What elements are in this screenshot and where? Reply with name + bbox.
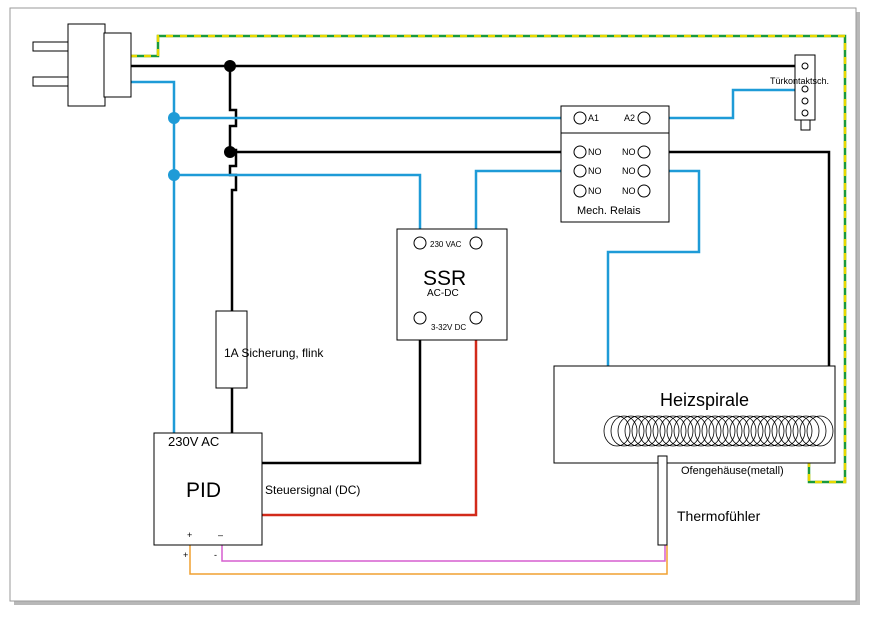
door-switch bbox=[794, 54, 816, 131]
coil-loop bbox=[652, 415, 680, 447]
ssr-vdc-label: 3-32V DC bbox=[431, 323, 466, 332]
thermocouple-probe bbox=[657, 455, 668, 546]
coil-loop bbox=[806, 415, 834, 447]
relay-no-label-1: NO bbox=[588, 147, 602, 157]
coil-loop bbox=[638, 415, 666, 447]
coil-loop bbox=[666, 415, 694, 447]
ssr-subtitle: AC-DC bbox=[427, 288, 459, 299]
coil-loop bbox=[645, 415, 673, 447]
relay-title: Mech. Relais bbox=[577, 205, 641, 217]
coil-loop bbox=[694, 415, 722, 447]
coil-loop bbox=[659, 415, 687, 447]
thermocouple-wire-pink bbox=[221, 545, 666, 562]
ssr-vac-label: 230 VAC bbox=[430, 240, 462, 249]
coil-loop bbox=[771, 415, 799, 447]
junction-neutral-1 bbox=[168, 112, 180, 124]
control-signal-label: Steuersignal (DC) bbox=[265, 483, 360, 497]
pid-minus-label: – bbox=[218, 530, 223, 540]
coil-loop bbox=[610, 415, 638, 447]
thermo-plus-label: + bbox=[183, 550, 188, 560]
thermocouple-wire-orange bbox=[189, 545, 668, 575]
coil-loop bbox=[757, 415, 785, 447]
relay-no-label-4: NO bbox=[622, 166, 636, 176]
coil-loop bbox=[764, 415, 792, 447]
coil-loop bbox=[729, 415, 757, 447]
coil-loop bbox=[750, 415, 778, 447]
coil-loop bbox=[631, 415, 659, 447]
coil-loop bbox=[603, 415, 631, 447]
pid-supply-label: 230V AC bbox=[168, 434, 219, 449]
junction-phase-2 bbox=[224, 146, 236, 158]
earth-wire bbox=[130, 34, 847, 484]
neutral-wires bbox=[130, 80, 799, 433]
oven-housing-label: Ofengehäuse(metall) bbox=[681, 465, 784, 477]
control-signal-wire bbox=[262, 318, 478, 517]
junction-neutral-2 bbox=[168, 169, 180, 181]
fuse-label: 1A Sicherung, flink bbox=[224, 346, 324, 360]
thermocouple-label: Thermofühler bbox=[677, 508, 761, 524]
heater-label: Heizspirale bbox=[660, 390, 749, 410]
coil-loop bbox=[624, 415, 652, 447]
coil-loop bbox=[736, 415, 764, 447]
relay-no-label-5: NO bbox=[588, 186, 602, 196]
coil-loop bbox=[715, 415, 743, 447]
mechanical-relay bbox=[560, 105, 670, 223]
coil-loop bbox=[617, 415, 645, 447]
relay-a2-label: A2 bbox=[624, 113, 635, 123]
fuse bbox=[215, 310, 248, 389]
coil-loop bbox=[799, 415, 827, 447]
solid-state-relay bbox=[396, 228, 508, 341]
thermo-minus-label: - bbox=[214, 550, 217, 560]
relay-a1-label: A1 bbox=[588, 113, 599, 123]
relay-no-label-3: NO bbox=[588, 166, 602, 176]
coil-loop bbox=[722, 415, 750, 447]
coil-loop bbox=[785, 415, 813, 447]
oven-housing bbox=[553, 365, 836, 464]
coil-loop bbox=[792, 415, 820, 447]
coil-loop bbox=[743, 415, 771, 447]
junction-phase-1 bbox=[224, 60, 236, 72]
relay-no-label-2: NO bbox=[622, 147, 636, 157]
coil-loop bbox=[778, 415, 806, 447]
mains-plug bbox=[32, 23, 132, 107]
door-switch-label: Türkontaktsch. bbox=[770, 76, 829, 86]
heating-coil bbox=[603, 415, 834, 447]
ssr-title: SSR bbox=[423, 267, 466, 290]
coil-loop bbox=[673, 415, 701, 447]
relay-no-label-6: NO bbox=[622, 186, 636, 196]
pid-controller bbox=[153, 432, 263, 546]
pid-plus-label: + bbox=[187, 530, 192, 540]
pid-title: PID bbox=[186, 479, 221, 502]
coil-loop bbox=[687, 415, 715, 447]
coil-loop bbox=[708, 415, 736, 447]
coil-loop bbox=[680, 415, 708, 447]
coil-loop bbox=[701, 415, 729, 447]
